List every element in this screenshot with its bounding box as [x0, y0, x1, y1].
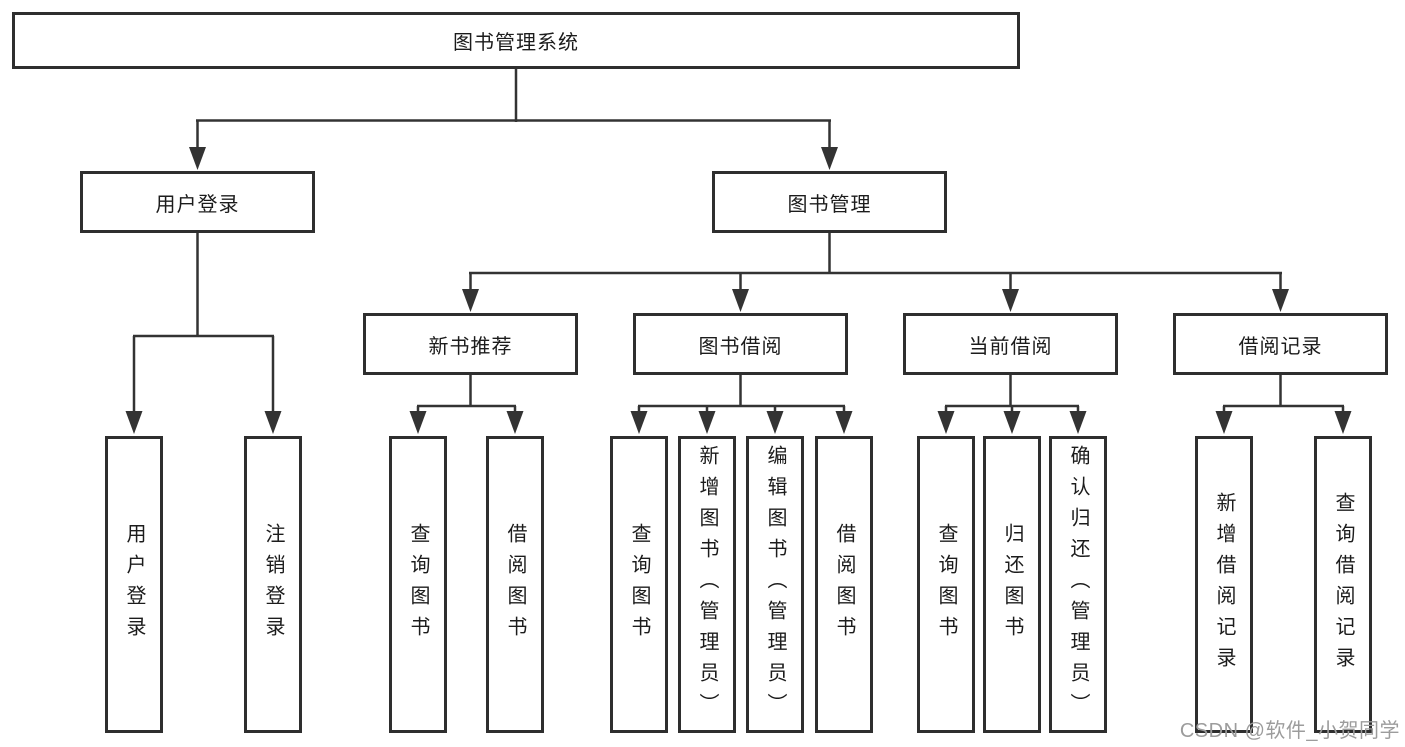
node-user-login: 用户登录 — [80, 171, 315, 233]
node-label: 新书推荐 — [428, 335, 513, 358]
leaf-user-login: 用户登录 — [105, 436, 163, 733]
node-label: 新增图书（管理员） — [696, 445, 718, 724]
node-new-book-recommend: 新书推荐 — [363, 313, 578, 375]
node-borrow-records: 借阅记录 — [1173, 313, 1388, 375]
node-current-borrow: 当前借阅 — [903, 313, 1118, 375]
node-label: 查询图书 — [935, 522, 957, 647]
node-label: 归还图书 — [1001, 522, 1023, 647]
csdn-watermark: CSDN @软件_小贺同学 — [1179, 720, 1400, 742]
leaf-borrow-books: 借阅图书 — [486, 436, 544, 733]
leaf-query-books: 查询图书 — [610, 436, 668, 733]
node-label: 查询图书 — [628, 522, 650, 647]
node-label: 用户登录 — [155, 193, 240, 216]
node-label: 编辑图书（管理员） — [764, 445, 786, 724]
leaf-add-borrow-record: 新增借阅记录 — [1195, 436, 1253, 733]
node-label: 用户登录 — [123, 522, 145, 647]
node-label: 图书管理 — [787, 193, 872, 216]
node-book-borrow: 图书借阅 — [633, 313, 848, 375]
node-label: 图书管理系统 — [453, 32, 579, 54]
node-label: 借阅记录 — [1238, 335, 1323, 358]
leaf-edit-books-admin: 编辑图书（管理员） — [746, 436, 804, 733]
leaf-query-books: 查询图书 — [389, 436, 447, 733]
leaf-logout: 注销登录 — [244, 436, 302, 733]
node-label: 新增借阅记录 — [1213, 491, 1235, 678]
node-label: 图书借阅 — [698, 335, 783, 358]
node-label: 查询借阅记录 — [1332, 491, 1354, 678]
node-label: 注销登录 — [262, 522, 284, 647]
node-label: 查询图书 — [407, 522, 429, 647]
leaf-borrow-books: 借阅图书 — [815, 436, 873, 733]
leaf-query-borrow-record: 查询借阅记录 — [1314, 436, 1372, 733]
node-label: 借阅图书 — [504, 522, 526, 647]
leaf-add-books-admin: 新增图书（管理员） — [678, 436, 736, 733]
node-book-management: 图书管理 — [712, 171, 947, 233]
leaf-return-books: 归还图书 — [983, 436, 1041, 733]
leaf-confirm-return-admin: 确认归还（管理员） — [1049, 436, 1107, 733]
node-label: 当前借阅 — [968, 335, 1053, 358]
node-library-management-system: 图书管理系统 — [12, 12, 1020, 69]
leaf-query-books: 查询图书 — [917, 436, 975, 733]
node-label: 借阅图书 — [833, 522, 855, 647]
node-label: 确认归还（管理员） — [1067, 445, 1089, 724]
